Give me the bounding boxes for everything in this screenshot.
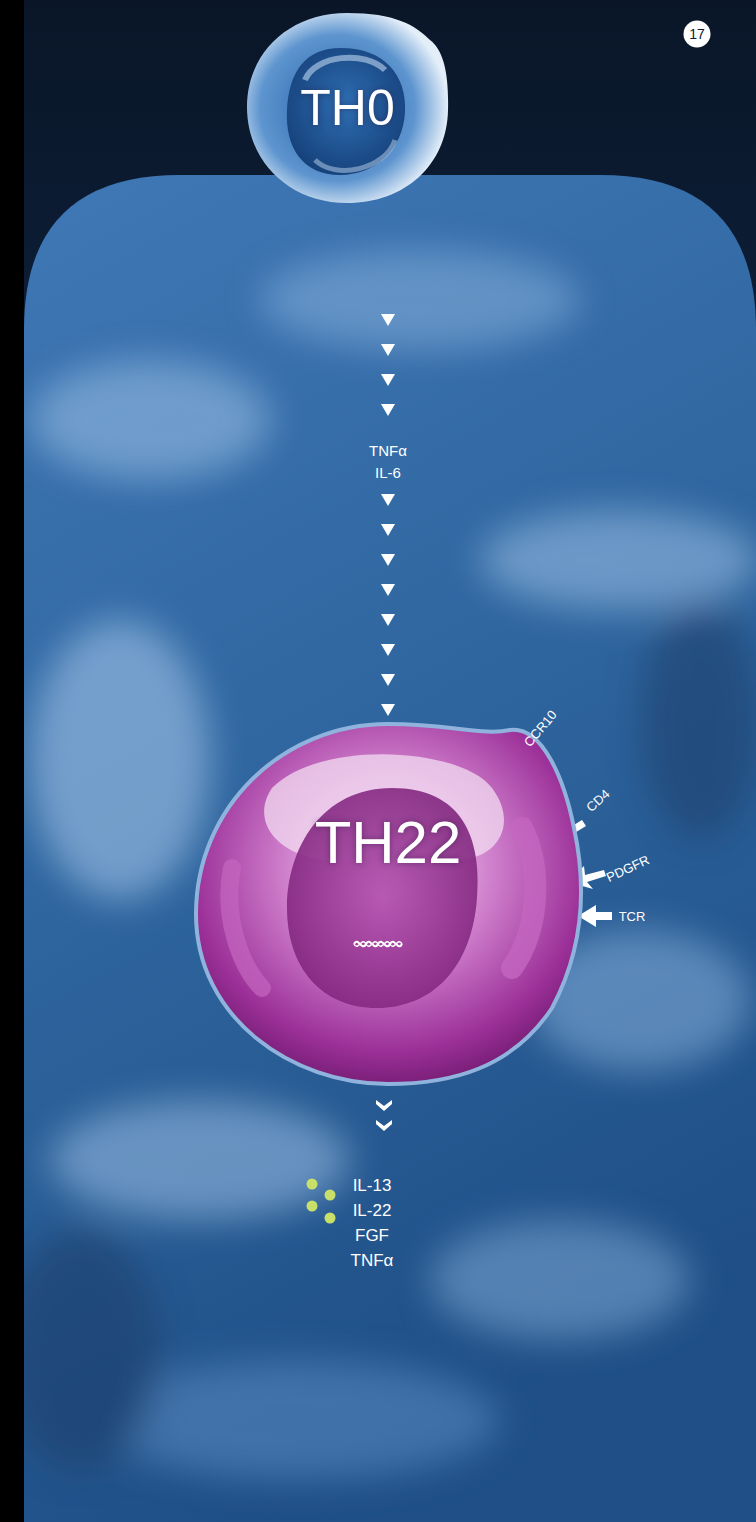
receptor-label: TCR — [619, 910, 646, 923]
stimulus-label: TNFα IL-6 — [364, 440, 412, 484]
cytokine-label: IL-13 — [353, 1177, 392, 1194]
receptor-label: PDGFR — [605, 852, 652, 883]
th22-cell — [192, 718, 584, 1086]
cell-name: TH0 — [245, 83, 450, 133]
th22-cell: TH22 — [192, 718, 584, 1086]
chevron-arrow-chain — [381, 314, 395, 716]
cell-name: TH22 — [192, 813, 584, 873]
cytokine-label: FGF — [355, 1227, 389, 1244]
page-number: 17 — [683, 20, 711, 48]
cell-name: 17 — [683, 27, 711, 41]
receptor-label: CD4 — [584, 786, 612, 813]
cytokine-label: IL-22 — [353, 1202, 392, 1219]
cytokine-label: TNFα — [351, 1252, 394, 1269]
th0-cell: TH0 — [245, 10, 450, 205]
